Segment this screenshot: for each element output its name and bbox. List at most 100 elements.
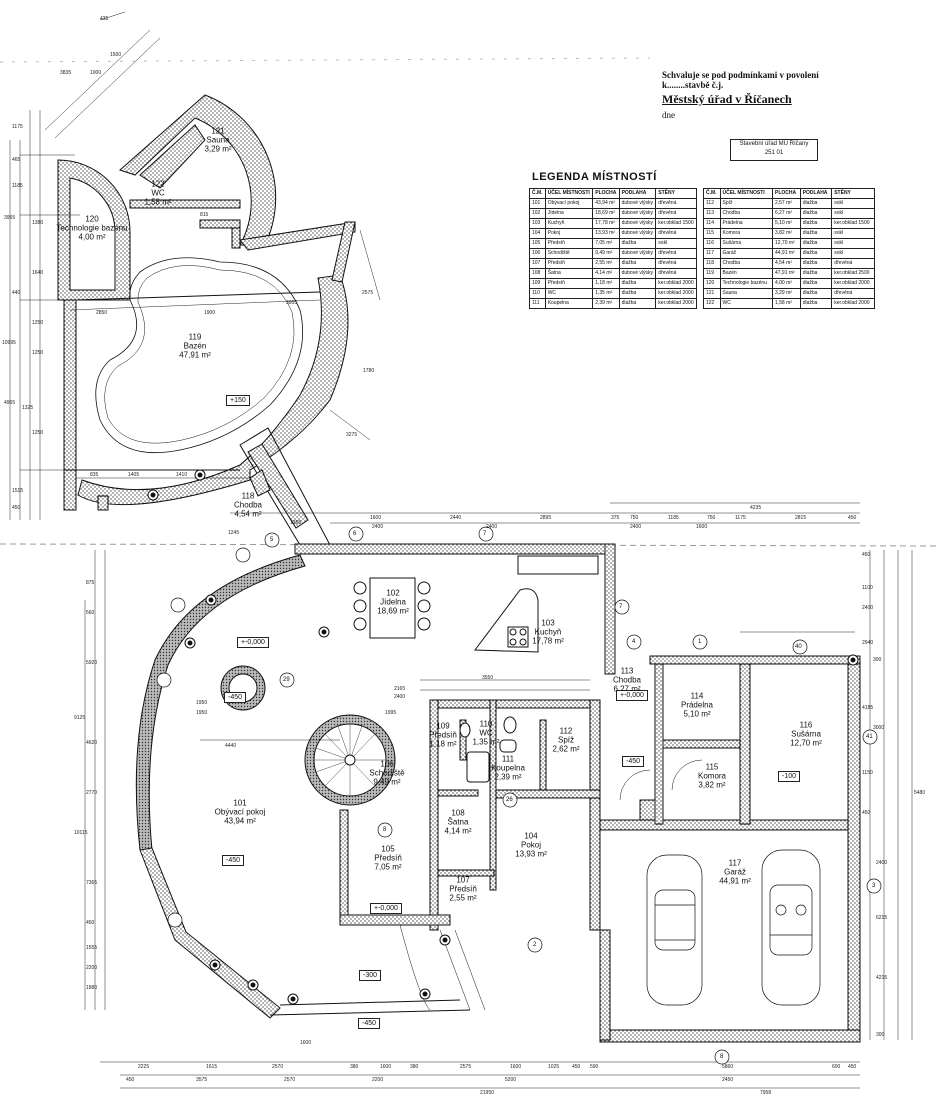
legend-cell: 4,00 m² [771, 278, 801, 289]
dimension-label: 1600 [696, 524, 708, 530]
legend-cell: dlažba [799, 218, 833, 229]
column-dots [147, 469, 859, 1005]
dimension-label: 560 [86, 610, 95, 616]
legend-cell: 104 [529, 228, 546, 239]
dimension-label: 2850 [96, 310, 108, 316]
legend-cell: 17,78 m² [592, 218, 620, 229]
legend-cell: 117 [703, 248, 721, 259]
legend-cell: dlažba [618, 238, 657, 249]
legend-cell: 101 [529, 198, 546, 209]
legend-cell: Chodba [719, 258, 773, 269]
stamp-date-label: dne [662, 110, 675, 120]
dimension-label: 3275 [346, 432, 358, 438]
legend-cell: Sušárna [719, 238, 773, 249]
dimension-label: 1410 [176, 472, 188, 478]
dimension-label: 2200 [86, 965, 98, 971]
legend-cell: 1,18 m² [592, 278, 620, 289]
legend-header: STĚNY [655, 188, 697, 199]
dimension-label: 1185 [668, 515, 679, 521]
axis-label: 40 [795, 644, 802, 650]
legend-cell: 121 [703, 288, 721, 299]
legend-cell: dřevěná [655, 198, 697, 209]
legend-cell: dlažba [799, 288, 833, 299]
dimension-label: 1100 [862, 585, 873, 591]
legend-cell: dubové vlýsky [618, 208, 657, 219]
legend-cell: ker.obklad 2000 [831, 278, 875, 289]
dimension-label: 1245 [228, 530, 240, 536]
legend-cell: 47,91 m² [771, 268, 801, 279]
legend-cell: Předsíň [544, 258, 594, 269]
level-terrace2: -450 [358, 1018, 381, 1029]
dimension-label: 1325 [22, 405, 34, 411]
dimension-label: 2815 [795, 515, 807, 521]
dimension-label: 9125 [74, 715, 86, 721]
legend-cell: WC [544, 288, 594, 299]
legend-title: LEGENDA MÍSTNOSTÍ [532, 171, 657, 183]
dimension-label: 5920 [86, 660, 98, 666]
axis-label: 7 [483, 531, 487, 537]
legend-cell: 110 [529, 288, 546, 299]
dimension-label: 835 [90, 472, 99, 478]
dimension-label: 1515 [12, 488, 24, 494]
legend-cell: ker.obklad 2000 [831, 298, 875, 309]
dimension-label: 3575 [196, 1077, 208, 1083]
legend-cell: sokl [831, 198, 875, 209]
legend-cell: Kuchyň [544, 218, 594, 229]
dimension-label: 5200 [505, 1077, 517, 1083]
legend-header: PODLAHA [618, 188, 657, 199]
dimension-label: 2895 [540, 515, 552, 521]
legend-cell: Komora [719, 228, 773, 239]
legend-cell: 119 [703, 268, 721, 279]
legend-cell: 4,54 m² [771, 258, 801, 269]
legend-header: Č.M. [529, 188, 546, 199]
legend-header: PLOCHA [771, 188, 801, 199]
legend-header: STĚNY [831, 188, 875, 199]
level-hall: -450 [622, 756, 645, 767]
legend-cell: dřevěná [655, 228, 697, 239]
legend-cell: 118 [703, 258, 721, 269]
legend-cell: Garáž [719, 248, 773, 259]
axis-label: 29 [283, 677, 290, 683]
legend-cell: dubové vlýsky [618, 268, 657, 279]
dimension-label: 7365 [86, 880, 98, 886]
legend-cell: Předsíň [544, 238, 594, 249]
legend-cell: dlažba [799, 238, 833, 249]
legend-cell: dřevěná [655, 208, 697, 219]
dimension-label: 3955 [4, 215, 16, 221]
legend-cell: dubové vlýsky [618, 198, 657, 209]
dimension-label: 1780 [363, 368, 375, 374]
dimension-label: 1600 [370, 515, 382, 521]
legend-cell: dlažba [799, 298, 833, 309]
dimension-label: 2225 [138, 1064, 150, 1070]
dimension-label: 1600 [300, 1040, 312, 1046]
dimension-label: 2770 [86, 790, 98, 796]
dimension-label: 2400 [486, 524, 498, 530]
legend-cell: dlažba [799, 258, 833, 269]
level-living-low: -450 [222, 855, 245, 866]
legend-cell: 2,55 m² [592, 258, 620, 269]
legend-cell: 112 [703, 198, 721, 209]
axis-label: 7 [619, 604, 623, 610]
legend-cell: dřevěná [831, 258, 875, 269]
dimension-label: 435 [100, 16, 109, 22]
legend-cell: 120 [703, 278, 721, 289]
legend-cell: dřevěná [831, 288, 875, 299]
dimension-label: 3550 [482, 675, 494, 681]
main-dimension-lines [84, 502, 913, 1089]
legend-cell: 44,91 m² [771, 248, 801, 259]
legend-cell: 7,05 m² [592, 238, 620, 249]
dimension-label: 2440 [450, 515, 462, 521]
dimension-label: 450 [126, 1077, 135, 1083]
